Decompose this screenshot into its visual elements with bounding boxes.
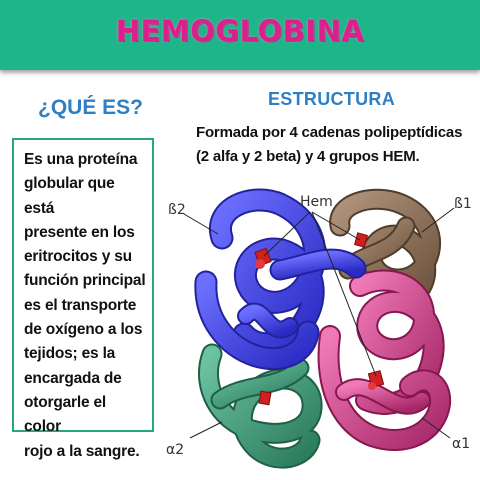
- definition-line: función principal: [24, 272, 146, 290]
- chain-alpha2: [198, 343, 323, 469]
- structure-heading: ESTRUCTURA: [268, 89, 395, 109]
- definition-line: globular que está: [24, 175, 115, 217]
- what-is-heading: ¿QUÉ ES?: [38, 96, 144, 119]
- alpha2-label: α2: [166, 442, 184, 458]
- chain-beta2: [194, 188, 367, 370]
- heme-group: [354, 232, 368, 248]
- chain-alpha1: [317, 269, 452, 451]
- structure-line: Formada por 4 cadenas polipeptídicas: [196, 124, 463, 141]
- heme-group: [258, 390, 272, 406]
- structure-line: (2 alfa y 2 beta) y 4 grupos HEM.: [196, 148, 420, 165]
- beta1-label: ß1: [454, 196, 472, 212]
- alpha1-label: α1: [452, 436, 470, 452]
- header-banner: HEMOGLOBINA: [0, 0, 480, 70]
- definition-line: presente en los: [24, 223, 135, 241]
- definition-line: otorgarle el color: [24, 393, 107, 436]
- definition-line: de oxígeno a los: [24, 321, 143, 339]
- definition-line: Es una proteína: [24, 151, 138, 168]
- beta2-label: ß2: [168, 202, 186, 218]
- definition-line: encargada de: [24, 369, 122, 387]
- hemoglobin-diagram: Hem ß2 ß1 α2 α1: [166, 188, 472, 469]
- structure-description: Formada por 4 cadenas polipeptídicas (2 …: [196, 121, 476, 169]
- heme-group: [367, 370, 385, 390]
- definition-line: eritrocitos y su: [24, 248, 132, 266]
- definition-line: tejidos; es la: [24, 345, 116, 363]
- definition-line: rojo a la sangre.: [24, 442, 140, 460]
- hem-label: Hem: [300, 194, 333, 210]
- page-title: HEMOGLOBINA: [115, 14, 365, 48]
- pointer-lines: [183, 207, 455, 439]
- definition-box: Es una proteína globular que está presen…: [12, 138, 154, 460]
- definition-text: Es una proteína globular que está presen…: [24, 148, 146, 464]
- definition-line: es el transporte: [24, 296, 137, 314]
